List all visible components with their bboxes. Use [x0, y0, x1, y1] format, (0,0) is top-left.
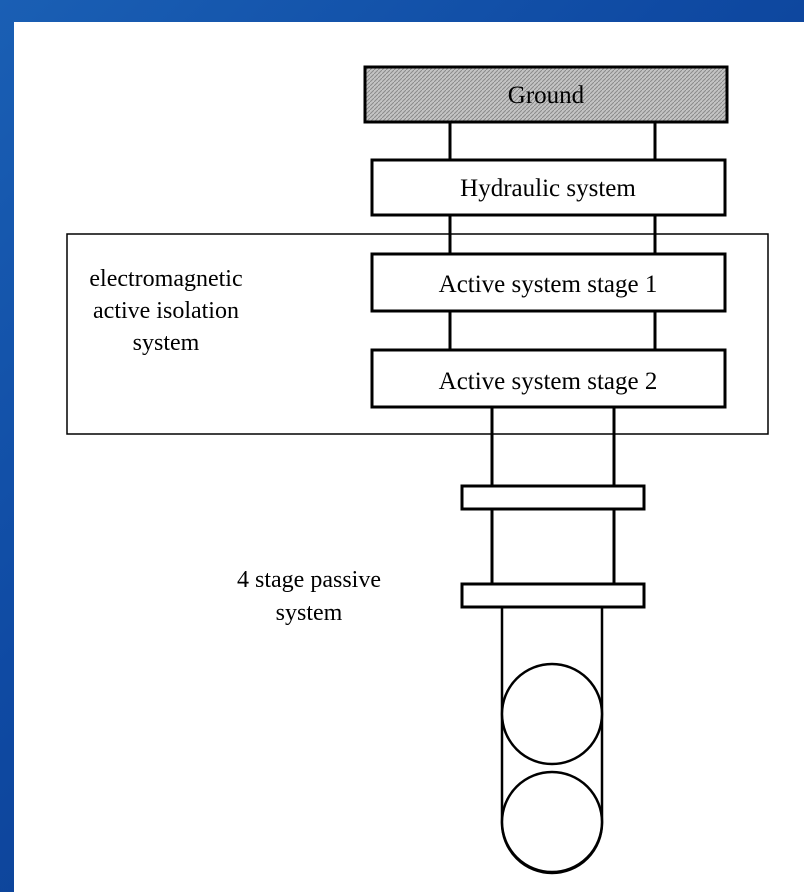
em-label-line-3: system — [133, 330, 200, 356]
active-stage-2-label: Active system stage 2 — [439, 368, 658, 395]
electromagnetic-system-frame — [66, 233, 769, 435]
active-stage-2-block: Active system stage 2 — [370, 348, 727, 409]
mass-upper — [500, 662, 604, 766]
em-label-line-1: electromagnetic — [89, 266, 242, 292]
passive-label-line-1: 4 stage passive — [237, 567, 381, 593]
hydraulic-system-label: Hydraulic system — [460, 175, 636, 202]
active-stage-1-block: Active system stage 1 — [370, 252, 727, 313]
active-stage-1-label: Active system stage 1 — [439, 271, 658, 298]
slide-canvas: Ground Hydraulic system electromagnetic … — [14, 22, 804, 892]
ground-label: Ground — [508, 82, 585, 109]
isolation-system-diagram: Ground Hydraulic system electromagnetic … — [66, 65, 769, 875]
passive-stage-plate — [460, 582, 646, 609]
hydraulic-system-block: Hydraulic system — [370, 158, 727, 217]
passive-label-line-2: system — [276, 600, 343, 626]
suspended-masses — [500, 607, 604, 875]
em-label-line-2: active isolation — [93, 298, 239, 324]
passive-stage-plate — [460, 484, 646, 511]
ground-block: Ground — [363, 65, 729, 124]
mass-lower — [500, 770, 604, 874]
